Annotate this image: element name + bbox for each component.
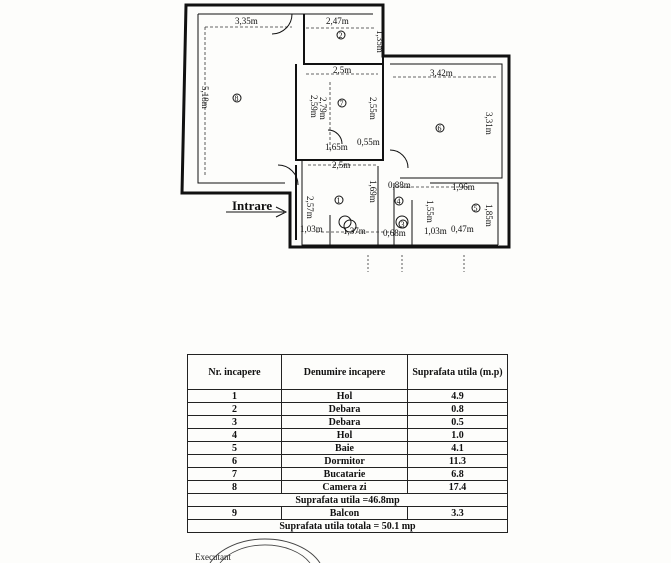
svg-text:1,69m: 1,69m (368, 180, 378, 203)
row-area: 11.3 (407, 454, 508, 468)
row-nr: 4 (187, 428, 282, 442)
svg-text:2,47m: 2,47m (326, 16, 349, 26)
svg-text:1,96m: 1,96m (452, 182, 475, 192)
row-area: 6.8 (407, 467, 508, 481)
subtotal: Suprafata utila =46.8mp (187, 493, 508, 507)
row-name: Debara (281, 402, 408, 416)
svg-text:2,5m: 2,5m (332, 160, 350, 170)
svg-text:3,42m: 3,42m (430, 68, 453, 78)
total-row: Suprafata utila totala = 50.1 mp (187, 519, 508, 533)
doors (271, 13, 409, 233)
svg-text:1,65m: 1,65m (325, 142, 348, 152)
svg-text:1,35m: 1,35m (375, 30, 385, 53)
svg-text:0,47m: 0,47m (451, 224, 474, 234)
table-header: Nr. incapere Denumire incapere Suprafata… (187, 354, 508, 390)
header-name: Denumire incapere (281, 354, 408, 390)
row-nr: 8 (187, 480, 282, 494)
svg-text:5: 5 (474, 204, 478, 213)
svg-text:1,03m: 1,03m (300, 224, 323, 234)
subtotal-row: Suprafata utila =46.8mp (187, 493, 508, 507)
row-name: Baie (281, 441, 408, 455)
svg-text:0,68m: 0,68m (383, 228, 406, 238)
row-name: Hol (281, 389, 408, 403)
svg-text:2,59m: 2,59m (309, 95, 319, 118)
area-table: Nr. incapere Denumire incapere Suprafata… (187, 354, 508, 533)
header-area: Suprafata utila (m.p) (407, 354, 508, 390)
svg-text:1,55m: 1,55m (425, 200, 435, 223)
header-nr: Nr. incapere (187, 354, 282, 390)
row-area: 4.1 (407, 441, 508, 455)
svg-text:8: 8 (235, 94, 239, 103)
room-markers: 8 2 7 6 1 4 5 3 (232, 30, 481, 229)
row-name: Balcon (281, 506, 408, 520)
svg-text:6: 6 (438, 124, 442, 133)
executant-label: Executant (195, 552, 231, 562)
row-area: 0.5 (407, 415, 508, 429)
row-nr: 3 (187, 415, 282, 429)
row-nr: 2 (187, 402, 282, 416)
row-nr: 5 (187, 441, 282, 455)
svg-text:7: 7 (340, 99, 344, 108)
svg-text:2,55m: 2,55m (368, 97, 378, 120)
svg-text:1,85m: 1,85m (484, 204, 494, 227)
svg-text:2,79m: 2,79m (318, 97, 328, 120)
row-name: Dormitor (281, 454, 408, 468)
row-name: Camera zi (281, 480, 408, 494)
row-area: 4.9 (407, 389, 508, 403)
row-area: 17.4 (407, 480, 508, 494)
row-area: 0.8 (407, 402, 508, 416)
row-nr: 9 (187, 506, 282, 520)
stamp (209, 538, 321, 563)
svg-text:3,31m: 3,31m (484, 112, 494, 135)
row-nr: 1 (187, 389, 282, 403)
entrance-arrow (226, 206, 288, 218)
svg-text:1,37m: 1,37m (343, 226, 366, 236)
svg-text:3,35m: 3,35m (235, 16, 258, 26)
row-nr: 6 (187, 454, 282, 468)
svg-text:3: 3 (401, 220, 405, 229)
svg-text:1: 1 (337, 196, 341, 205)
row-name: Debara (281, 415, 408, 429)
walls (180, 3, 511, 249)
svg-text:0,55m: 0,55m (357, 137, 380, 147)
entrance-label: Intrare (232, 198, 272, 213)
svg-text:4: 4 (397, 197, 401, 206)
row-name: Hol (281, 428, 408, 442)
row-name: Bucatarie (281, 467, 408, 481)
total: Suprafata utila totala = 50.1 mp (187, 519, 508, 533)
svg-text:2: 2 (339, 31, 343, 40)
row-nr: 7 (187, 467, 282, 481)
row-area: 3.3 (407, 506, 508, 520)
svg-text:2,5m: 2,5m (333, 65, 351, 75)
section-ticks (367, 255, 465, 272)
row-area: 1.0 (407, 428, 508, 442)
svg-text:2,57m: 2,57m (305, 196, 315, 219)
svg-text:0,88m: 0,88m (388, 180, 411, 190)
dimension-lines (204, 26, 498, 233)
svg-text:5,18m: 5,18m (200, 86, 210, 109)
svg-text:1,03m: 1,03m (424, 226, 447, 236)
dimension-labels: 3,35m 2,47m 1,35m 5,18m 2,5m 3,42m 2,59m… (200, 16, 494, 238)
